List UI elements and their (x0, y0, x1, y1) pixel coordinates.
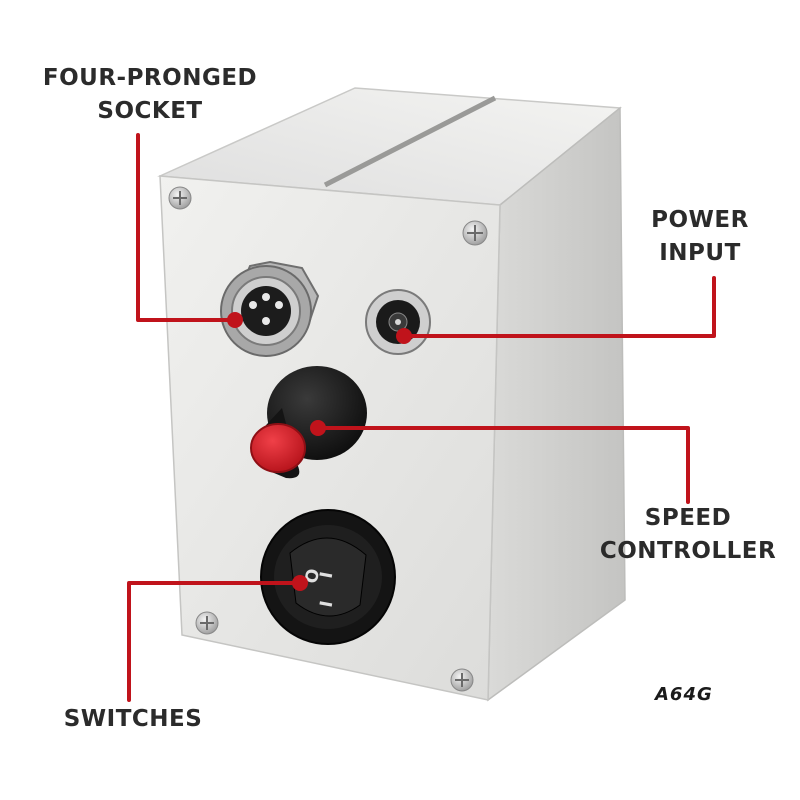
switch-symbol-on: I (317, 570, 338, 580)
rocker-switch[interactable]: O I I (260, 509, 396, 645)
label-power-input: POWER INPUT (640, 204, 760, 270)
switch-symbol-on-2: I (317, 599, 338, 609)
screw-top-left (168, 186, 192, 210)
label-power-line-2: INPUT (659, 240, 741, 266)
callout-lines (127, 133, 716, 702)
label-switches: SWITCHES (58, 703, 208, 736)
label-power-line-1: POWER (651, 207, 749, 233)
enclosure (157, 87, 626, 702)
callout-line-power (402, 276, 716, 338)
watermark: A64G (655, 684, 713, 705)
callout-line-switches (127, 581, 302, 702)
screw-top-right (462, 220, 488, 246)
enclosure-top-groove (323, 95, 497, 188)
label-speed-line-2: CONTROLLER (599, 538, 777, 564)
screw-bottom-right (450, 668, 474, 692)
label-four-pronged-socket: FOUR-PRONGED SOCKET (30, 62, 270, 128)
callout-line-speed (316, 426, 690, 504)
callout-dot-power (396, 328, 412, 344)
callout-line-socket (136, 133, 237, 322)
screw-bottom-left (195, 611, 219, 635)
label-speed-line-1: SPEED (644, 505, 732, 531)
four-pronged-socket[interactable] (220, 260, 320, 357)
power-input-jack[interactable] (365, 289, 431, 355)
label-switches-line-1: SWITCHES (63, 706, 203, 732)
callout-dots (227, 312, 412, 591)
callout-dot-switches (292, 575, 308, 591)
callout-dot-speed (310, 420, 326, 436)
callout-dot-socket (227, 312, 243, 328)
speed-controller-cap (250, 423, 306, 473)
label-socket-line-2: SOCKET (97, 98, 203, 124)
label-socket-line-1: FOUR-PRONGED (42, 65, 258, 91)
label-speed-controller: SPEED CONTROLLER (588, 502, 788, 568)
speed-controller-knob[interactable] (250, 366, 367, 479)
